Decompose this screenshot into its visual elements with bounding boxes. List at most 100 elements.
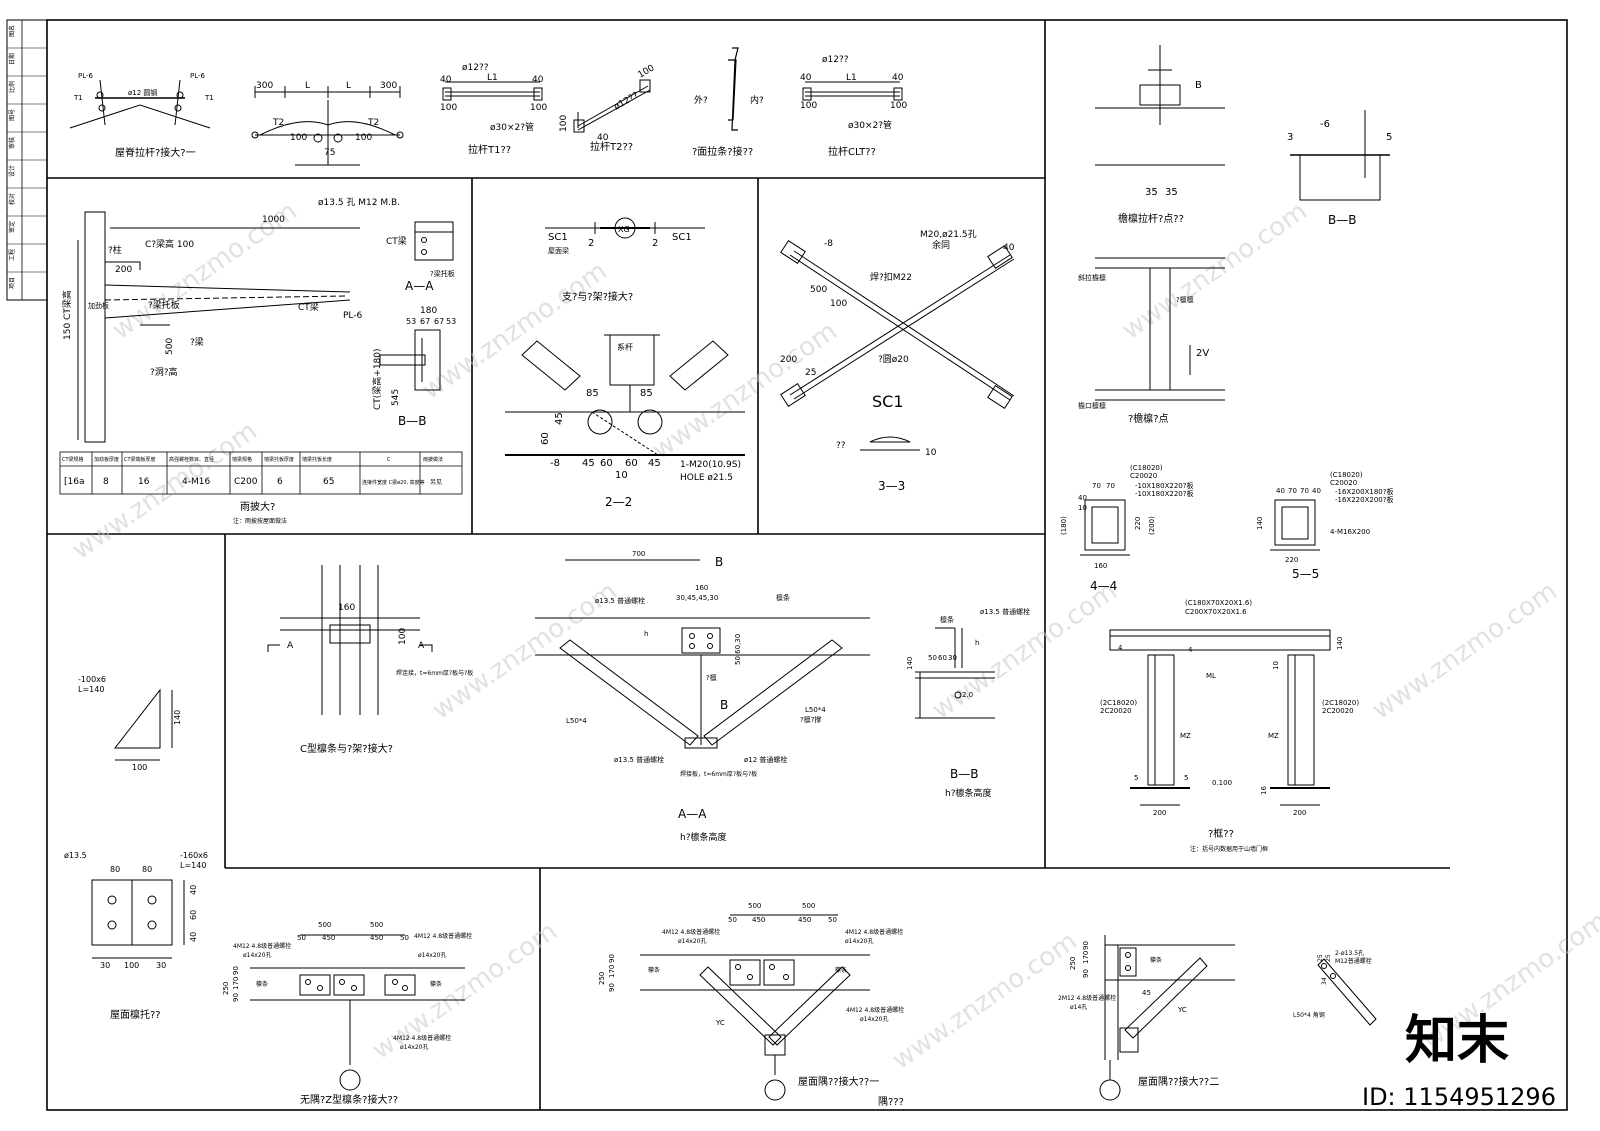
bb-label: h: [975, 639, 979, 647]
t1-label: 100: [530, 103, 547, 113]
angle-label: 25: [1317, 954, 1324, 962]
table-header-cell: 墙梁托板长度: [302, 456, 332, 463]
z-purlin-label: 450: [322, 934, 335, 942]
panel-sec44: [1080, 499, 1130, 556]
purlin-seat-label: -160x6: [180, 851, 208, 860]
frame-label: 5: [1134, 774, 1138, 782]
panel-sc1: [780, 239, 1015, 451]
corner1-note: 隅???: [878, 1096, 904, 1108]
gusset-labels: -100x6 L=140 140 100: [78, 675, 182, 772]
panel-aa: [535, 559, 870, 749]
bracing-label: 85: [586, 388, 599, 399]
title-strip-cell: 设计: [8, 165, 16, 177]
title-strip-cell: 项目: [9, 277, 16, 289]
bracing-label: 1-M20(10.9S): [680, 460, 741, 470]
table-header-cell: CT梁端板厚度: [124, 456, 156, 463]
clt-label: 100: [800, 101, 817, 111]
table-cell: 16: [138, 477, 150, 487]
bb-label: ø13.5 普通螺栓: [980, 607, 1030, 616]
purlin-seat-label: 80: [142, 865, 152, 874]
table-cell: 连接件宽度 C梁ø20, 高度等: [362, 479, 425, 486]
t1-label: 40: [532, 75, 544, 85]
eave2-label: 檐口檩檩: [1078, 401, 1106, 410]
aa-label: 檩条: [776, 593, 790, 602]
z-purlin-label: 檩条: [430, 980, 442, 988]
aa-label: L50*4: [566, 717, 587, 725]
bracing-label: 85: [640, 388, 653, 399]
t1-label: L1: [487, 73, 498, 83]
clt-title: 拉杆CLT??: [828, 145, 876, 158]
sc1-weld: ??: [836, 441, 846, 451]
corner1-label: 50: [728, 916, 737, 924]
sec55-label: -16X200X180?板: [1335, 487, 1393, 496]
canopy-note: 注：雨披按屋面做法: [233, 517, 287, 525]
corner1-labels: 500 500 50 450 450 50 4M12 4.8级普通螺栓 ø14x…: [598, 902, 904, 1027]
purlin-seat-label: 40: [189, 932, 198, 942]
sc1-label: 500: [810, 285, 827, 295]
panel-corner2: [1099, 935, 1235, 1101]
purlin-c-labels: 160 A A 100 焊连接，t=6mm厚?板与?板: [287, 603, 473, 677]
aa-label: B: [715, 555, 723, 569]
canopy-label: 200: [115, 265, 132, 275]
canopy-label: 53: [406, 317, 416, 326]
ridge-labels: PL-6 PL-6 T1 T1 ø12 圆钢: [73, 72, 214, 102]
eave-title: 檐檩拉杆?点??: [1118, 212, 1184, 225]
z-purlin-label: 檩条: [256, 980, 268, 988]
frame-label: 200: [1153, 809, 1166, 817]
canopy-table: [59, 451, 463, 495]
frame-label: ML: [1206, 672, 1216, 680]
ridge-title: 屋脊拉杆?接大?一: [115, 146, 196, 159]
z-purlin-label: 500: [370, 921, 383, 929]
sc1-weld-size: 10: [925, 448, 937, 458]
t2-title: 拉杆T2??: [590, 140, 633, 153]
frame-label: (2C18020): [1100, 699, 1137, 707]
tie-label: 300: [256, 81, 273, 91]
panel-eave: [1095, 45, 1390, 401]
sc1-label: M20,ø21.5孔: [920, 229, 977, 240]
purlin-c-title: C型檩条与?架?接大?: [300, 742, 393, 755]
sec44-label: C20020: [1130, 472, 1157, 480]
table-cell: 65: [323, 477, 334, 487]
eave2-label: 2V: [1196, 348, 1209, 359]
t1-labels: ø12?? L1 40 40 100 100 ø30×2?管: [440, 63, 547, 133]
aa-labels: 700 B B 160 30,45,45,30 ø13.5 普通螺栓 檩条 L5…: [566, 550, 826, 778]
corner2-label: 90: [1082, 969, 1090, 978]
panel-t2: [573, 79, 651, 133]
z-purlin-label: 50: [400, 934, 409, 942]
eave-label: -6: [1320, 119, 1330, 130]
bb-label: 140: [906, 657, 914, 670]
sec44-label: -10X180X220?板: [1135, 481, 1193, 490]
table-header-cell: C: [387, 457, 391, 463]
sc1-label: 25: [805, 368, 816, 378]
frame-label: C200X70X20X1.6: [1185, 608, 1247, 616]
bracing-label: 45: [582, 458, 595, 469]
frame-label: 5: [1184, 774, 1188, 782]
panel-bracing: [505, 217, 745, 456]
z-purlin-label: 90: [232, 993, 240, 1002]
tie-label: 100: [355, 133, 372, 143]
sec55-label: -16X220X200?板: [1335, 495, 1393, 504]
corner2-label: 檩条: [1150, 956, 1162, 964]
canopy-table-headers: CT梁规格 加劲板厚度 CT梁端板厚度 高强螺栓数目、直径 墙梁规格 墙梁托板厚…: [62, 456, 443, 463]
t2-label: 100: [559, 115, 569, 132]
eave2-title: ?檐檩?点: [1128, 412, 1169, 425]
corner2-label: 250: [1069, 957, 1077, 970]
gusset-label: L=140: [78, 685, 104, 694]
bb-title: B—B: [950, 767, 978, 781]
corner1-label: 檩条: [648, 966, 660, 974]
canopy-label: ?梁托板: [148, 299, 180, 311]
watermark-site: www.znzmo.com: [927, 576, 1123, 726]
watermark-logo: 知末: [1405, 1011, 1509, 1071]
purlin-seat-label: 30: [100, 961, 110, 970]
bracing-label: -8: [550, 458, 560, 469]
corner1-title: 屋面隅??接大??一: [798, 1075, 879, 1088]
canopy-label: CT梁: [298, 301, 319, 313]
z-purlin-label: 170: [232, 977, 240, 990]
sc1-label: 40: [1003, 243, 1015, 253]
watermark-id: ID: 1154951296: [1362, 1083, 1556, 1111]
ridge-label: T1: [73, 94, 83, 102]
frame-label: 16: [1260, 786, 1268, 795]
watermark-site: www.znzmo.com: [417, 256, 613, 406]
sec44-label: -10X180X220?板: [1135, 489, 1193, 498]
bracing-label: 45: [554, 412, 565, 425]
